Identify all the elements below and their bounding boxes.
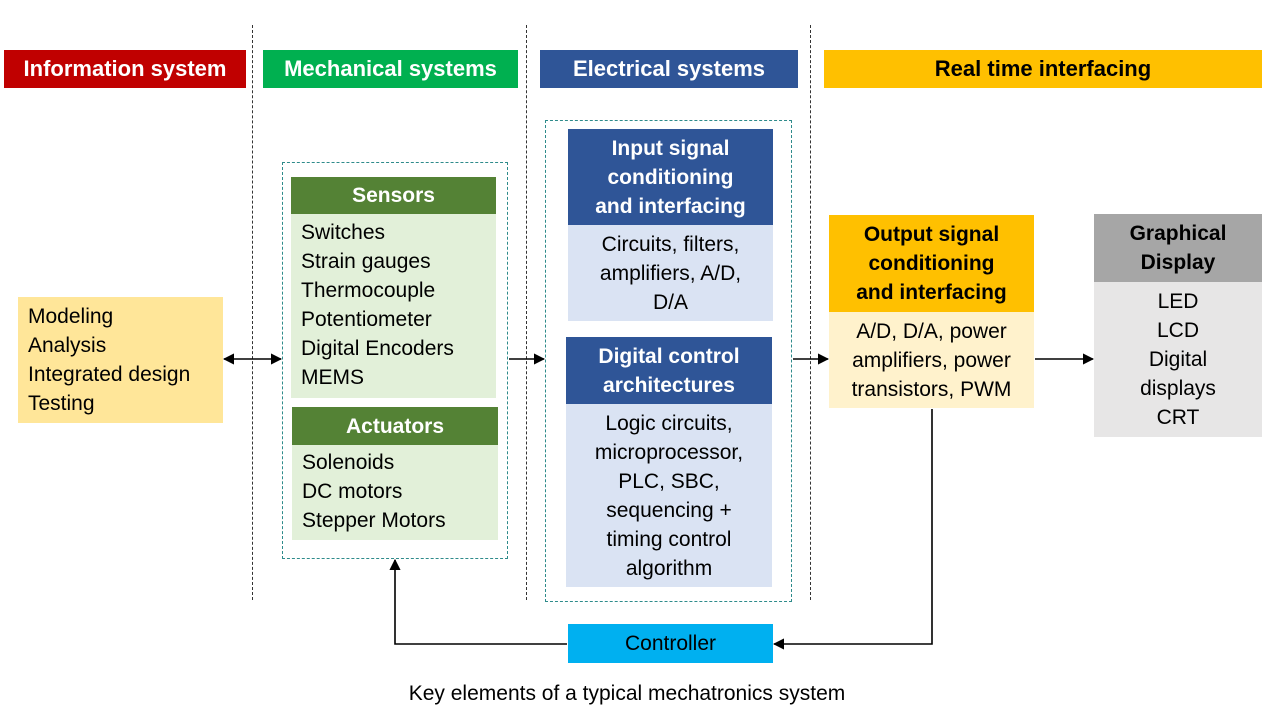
input-signal-body-line: amplifiers, A/D, xyxy=(599,261,742,285)
input-signal-body: Circuits, filters, amplifiers, A/D, D/A xyxy=(568,225,773,321)
header-electrical-systems: Electrical systems xyxy=(540,50,798,88)
digital-control-body-line: PLC, SBC, xyxy=(618,469,720,493)
output-signal-title-line: conditioning xyxy=(868,252,995,275)
digital-control-title: Digital control architectures xyxy=(566,337,772,404)
info-item: Testing xyxy=(28,392,95,415)
sensor-item: MEMS xyxy=(301,366,364,389)
graphical-display-title-line: Display xyxy=(1140,251,1216,274)
figure-caption: Key elements of a typical mechatronics s… xyxy=(408,682,846,705)
header-mechanical-systems: Mechanical systems xyxy=(263,50,518,88)
actuators-title: Actuators xyxy=(292,407,498,445)
electrical-container xyxy=(545,120,792,602)
sensor-item: Potentiometer xyxy=(301,308,432,331)
sensor-item: Switches xyxy=(301,221,386,244)
header-real-time-interfacing: Real time interfacing xyxy=(824,50,1262,88)
graphical-display-body-line: displays xyxy=(1140,377,1216,400)
output-signal-body-line: A/D, D/A, power xyxy=(856,319,1007,343)
output-signal-body: A/D, D/A, power amplifiers, power transi… xyxy=(829,312,1034,408)
digital-control-body-line: microprocessor, xyxy=(594,440,744,464)
separator-3 xyxy=(810,25,811,600)
sensors-list: Switches Strain gauges Thermocouple Pote… xyxy=(291,214,496,398)
sensors-title: Sensors xyxy=(291,177,496,214)
digital-control-body-line: Logic circuits, xyxy=(605,411,733,435)
digital-control-body-line: algorithm xyxy=(625,556,713,580)
info-item: Analysis xyxy=(28,334,107,357)
digital-control-body-line: sequencing + xyxy=(606,498,732,522)
input-signal-title-line: Input signal xyxy=(611,136,730,160)
digital-control-title-line: architectures xyxy=(603,373,735,397)
digital-control-title-line: Digital control xyxy=(598,344,740,368)
separator-1 xyxy=(252,25,253,600)
input-signal-title: Input signal conditioning and interfacin… xyxy=(568,129,773,225)
mechanical-container xyxy=(282,162,508,559)
input-signal-title-line: conditioning xyxy=(607,165,734,189)
input-signal-title-line: and interfacing xyxy=(595,194,746,218)
actuator-item: Stepper Motors xyxy=(302,509,446,532)
graphical-display-body-line: LED xyxy=(1157,290,1199,313)
graphical-display-body-line: CRT xyxy=(1156,406,1200,429)
sensor-item: Thermocouple xyxy=(301,279,436,302)
info-item: Modeling xyxy=(28,305,114,328)
graphical-display-body: LED LCD Digital displays CRT xyxy=(1094,282,1262,437)
information-box: Modeling Analysis Integrated design Test… xyxy=(18,297,223,423)
digital-control-body-line: timing control xyxy=(606,527,732,551)
output-signal-body-line: transistors, PWM xyxy=(851,377,1012,401)
sensor-item: Digital Encoders xyxy=(301,337,454,360)
digital-control-body: Logic circuits, microprocessor, PLC, SBC… xyxy=(566,404,772,587)
input-signal-body-line: D/A xyxy=(652,290,688,314)
graphical-display-title-line: Graphical xyxy=(1129,222,1227,245)
output-signal-title-line: Output signal xyxy=(863,223,1000,246)
arrow-output-controller xyxy=(772,409,933,650)
output-signal-body-line: amplifiers, power xyxy=(852,348,1011,372)
graphical-display-title: Graphical Display xyxy=(1094,214,1262,282)
output-signal-title: Output signal conditioning and interfaci… xyxy=(829,215,1034,312)
sensor-item: Strain gauges xyxy=(301,250,431,273)
header-information-system: Information system xyxy=(4,50,246,88)
input-signal-body-line: Circuits, filters, xyxy=(601,232,740,256)
actuator-item: Solenoids xyxy=(302,451,395,474)
graphical-display-body-line: LCD xyxy=(1156,319,1199,342)
actuators-list: Solenoids DC motors Stepper Motors xyxy=(292,445,498,540)
separator-2 xyxy=(526,25,527,600)
graphical-display-body-line: Digital xyxy=(1148,348,1208,371)
arrow-controller-actuators xyxy=(389,558,567,645)
info-item: Integrated design xyxy=(28,363,191,386)
controller-box: Controller xyxy=(568,624,773,663)
actuator-item: DC motors xyxy=(302,480,403,503)
output-signal-title-line: and interfacing xyxy=(856,281,1007,304)
